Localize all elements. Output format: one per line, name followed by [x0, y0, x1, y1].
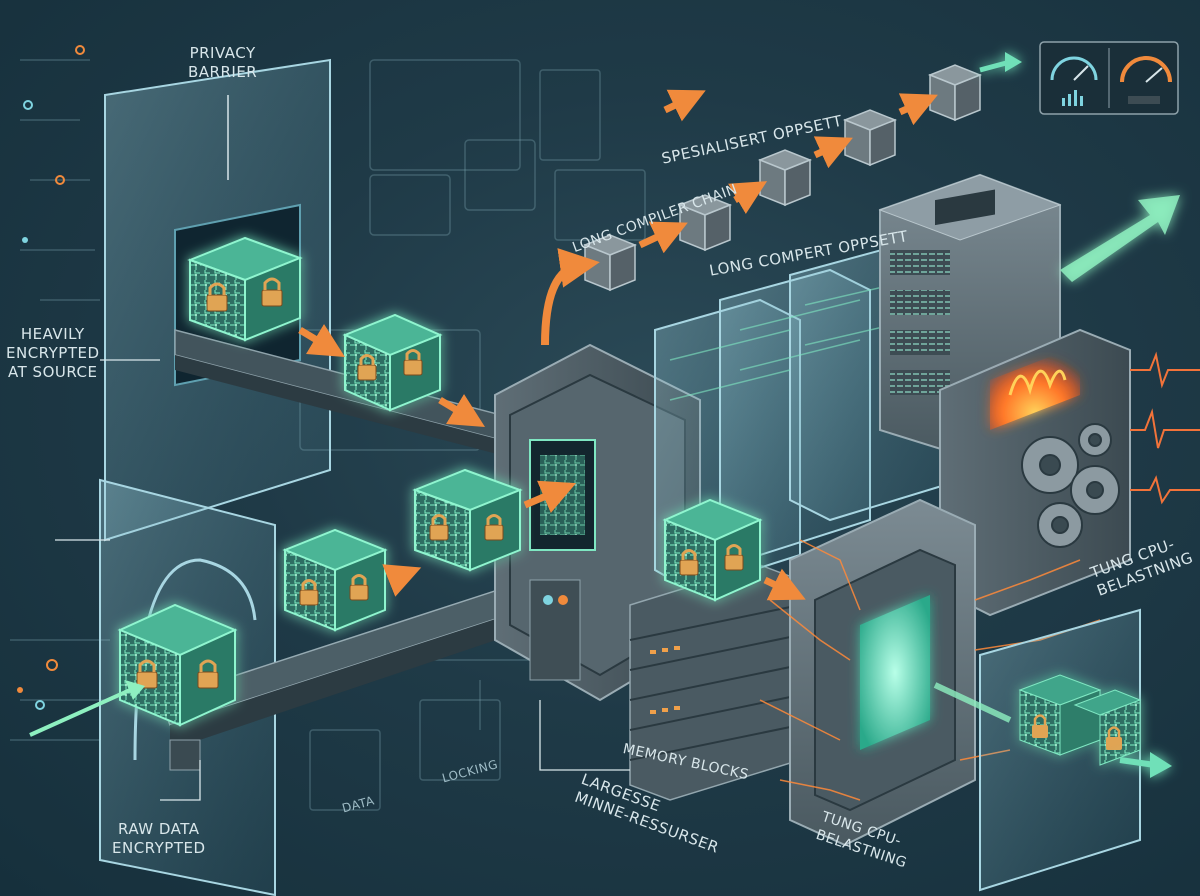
cube [342, 313, 443, 412]
trend-arrows [979, 52, 1180, 778]
heavily-encrypted-line-2: ENCRYPTED [6, 344, 100, 362]
heavily-encrypted-line-1: HEAVILY [20, 325, 85, 343]
output-panel [979, 608, 1142, 892]
privacy-barrier-line-1: PRIVACY [189, 44, 256, 62]
heat-pulses [1130, 351, 1200, 505]
heavily-encrypted-label: HEAVILY ENCRYPTED AT SOURCE [6, 325, 100, 382]
gauge-icon [1050, 56, 1172, 106]
cube [412, 468, 523, 572]
lock-icon [1032, 714, 1122, 750]
flow-arrows [298, 323, 806, 601]
processor-unit [759, 498, 1101, 847]
cube [662, 498, 763, 602]
cube [117, 603, 238, 727]
raw-data-label: RAW DATA ENCRYPTED [112, 820, 206, 858]
compiler-chain [541, 64, 983, 346]
flame-icon [990, 345, 1080, 430]
intake-arrow [29, 680, 1012, 737]
sensor-dots [17, 45, 85, 710]
raw-data-line-1: RAW DATA [118, 820, 200, 838]
background-sketches [10, 59, 646, 811]
encrypted-cubes [117, 236, 763, 727]
privacy-barrier-line-2: BARRIER [188, 63, 258, 81]
callout-lines [55, 359, 630, 801]
heavily-encrypted-line-3: AT SOURCE [8, 363, 98, 381]
raw-data-line-2: ENCRYPTED [112, 839, 206, 857]
chip-icon [860, 595, 930, 750]
cube [187, 236, 303, 342]
chain-arrows [638, 89, 938, 254]
gear-icon [1021, 423, 1120, 548]
lock-icon [136, 277, 744, 689]
privacy-barrier-label: PRIVACY BARRIER [188, 44, 257, 82]
gauge-panel [1039, 41, 1179, 115]
cube [282, 528, 388, 632]
cpu-heat-unit [939, 328, 1131, 617]
